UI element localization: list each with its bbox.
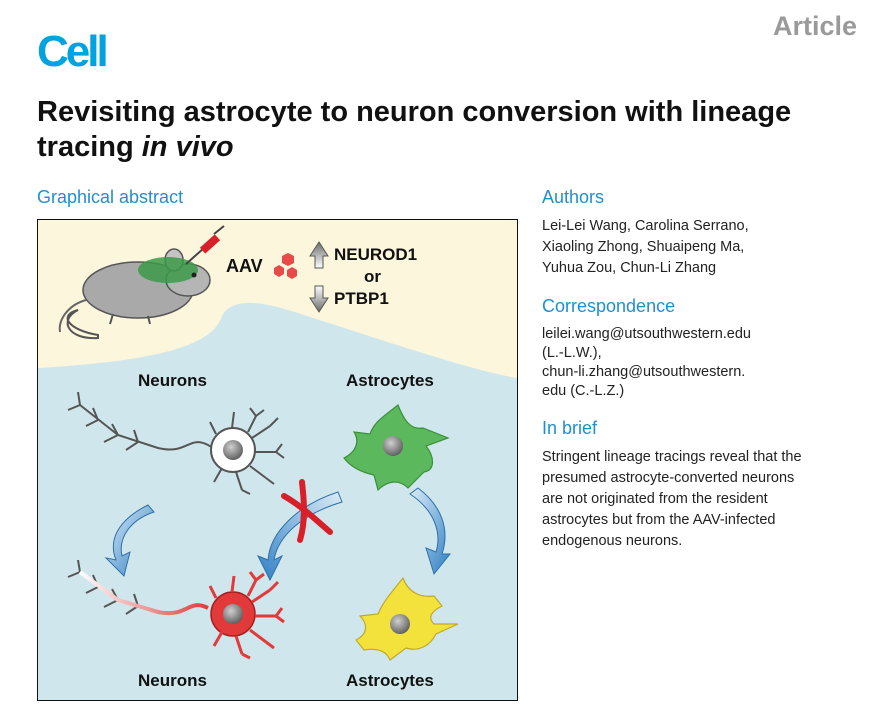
neuron-icon-top (67, 391, 285, 495)
bottom-left-label: Neurons (138, 671, 207, 690)
graphical-abstract-figure: AAV NEUROD1 or PTBP1 Neurons Astrocytes (37, 219, 518, 701)
article-type-label: Article (772, 11, 857, 41)
top-right-label: Astrocytes (346, 371, 434, 390)
mouse-icon (58, 248, 211, 340)
bottom-right-label: Astrocytes (346, 671, 434, 690)
in-brief-block: In brief Stringent lineage tracings reve… (542, 419, 862, 552)
gene-or-label: or (364, 267, 381, 286)
correspondence-list: leilei.wang@utsouthwestern.edu (L.-L.W.)… (542, 325, 862, 401)
in-brief-line: endogenous neurons. (542, 533, 683, 549)
in-brief-line: Stringent lineage tracings reveal that t… (542, 449, 802, 465)
authors-block: Authors Lei-Lei Wang, Carolina Serrano, … (542, 188, 862, 279)
astrocyte-nucleus-top (383, 436, 403, 456)
correspondence-heading: Correspondence (542, 296, 676, 316)
sidebar-info: Authors Lei-Lei Wang, Carolina Serrano, … (542, 188, 862, 570)
arrow-neuron-to-neuron (104, 504, 155, 577)
in-brief-line: astrocytes but from the AAV-infected (542, 512, 776, 528)
correspondence-email-link[interactable]: chun-li.zhang@utsouthwestern. (542, 364, 746, 380)
virus-icon (274, 253, 297, 279)
article-title: Revisiting astrocyte to neuron conversio… (37, 95, 857, 165)
authors-line: Lei-Lei Wang, Carolina Serrano, (542, 218, 749, 234)
gene-down-label: PTBP1 (334, 289, 389, 308)
cross-icon (281, 479, 333, 543)
in-brief-line: are not originated from the resident (542, 491, 768, 507)
aav-label: AAV (226, 256, 263, 276)
top-left-label: Neurons (138, 371, 207, 390)
in-brief-text: Stringent lineage tracings reveal that t… (542, 447, 862, 552)
graphical-abstract-heading: Graphical abstract (37, 187, 184, 207)
neuron-nucleus-top (223, 440, 243, 460)
up-arrow-icon (309, 241, 329, 269)
authors-line: Yuhua Zou, Chun-Li Zhang (542, 260, 717, 276)
down-arrow-icon (309, 285, 329, 313)
gene-up-label: NEUROD1 (334, 245, 417, 264)
title-main: Revisiting astrocyte to neuron conversio… (37, 96, 792, 163)
journal-logo: Cell (37, 27, 109, 76)
astrocyte-nucleus-bottom (390, 614, 410, 634)
authors-heading: Authors (542, 187, 605, 207)
syringe-icon (185, 225, 225, 265)
title-italic: in vivo (141, 131, 234, 163)
authors-line: Xiaoling Zhong, Shuaipeng Ma, (542, 239, 745, 255)
correspondence-email-link[interactable]: leilei.wang@utsouthwestern.edu (542, 326, 751, 342)
correspondence-block: Correspondence leilei.wang@utsouthwester… (542, 297, 862, 401)
neuron-nucleus-bottom (223, 604, 243, 624)
correspondence-line: (L.-L.W.), (542, 345, 602, 361)
arrow-astrocyte-to-astrocyte (409, 487, 452, 576)
authors-list: Lei-Lei Wang, Carolina Serrano, Xiaoling… (542, 216, 862, 279)
in-brief-line: presumed astrocyte-converted neurons (542, 470, 795, 486)
correspondence-line: edu (C.-L.Z.) (542, 383, 625, 399)
in-brief-heading: In brief (542, 418, 598, 438)
